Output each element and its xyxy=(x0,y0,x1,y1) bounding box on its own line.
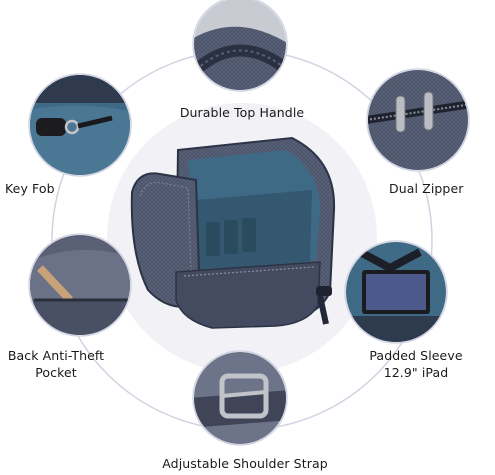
label-back-line1: Back Anti-Theft xyxy=(7,348,105,363)
top-handle-bubble xyxy=(192,0,288,92)
bag-main-image xyxy=(130,136,336,329)
padded-sleeve-bubble xyxy=(344,240,448,344)
label-padded-sleeve: Padded Sleeve 12.9" iPad xyxy=(360,347,472,381)
key-fob-bubble xyxy=(28,73,132,177)
label-sleeve-line1: Padded Sleeve xyxy=(369,348,463,363)
label-back-line2: Pocket xyxy=(35,365,77,380)
label-key-fob: Key Fob xyxy=(5,181,55,196)
dual-zipper-bubble xyxy=(366,68,470,172)
label-adjustable-shoulder-strap: Adjustable Shoulder Strap xyxy=(162,456,328,471)
back-pocket-bubble xyxy=(28,233,132,337)
label-back-anti-theft-pocket: Back Anti-Theft Pocket xyxy=(2,347,110,381)
shoulder-strap-bubble xyxy=(192,350,288,446)
label-sleeve-line2: 12.9" iPad xyxy=(383,365,449,380)
label-dual-zipper: Dual Zipper xyxy=(389,181,464,196)
label-durable-top-handle: Durable Top Handle xyxy=(179,105,305,120)
